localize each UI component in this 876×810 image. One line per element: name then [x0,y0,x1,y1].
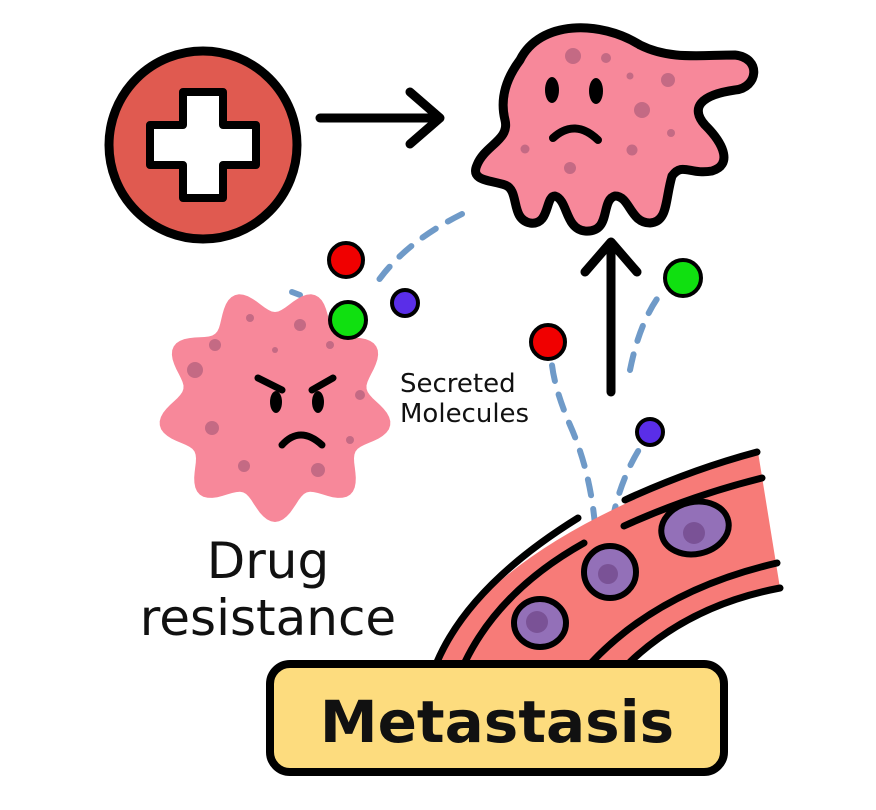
blood-vessel-icon [433,448,784,666]
drug-resistance-label-line1: Drug [207,532,330,590]
arrow-right-icon [315,87,445,149]
molecule-green [663,258,703,298]
arrow-up-icon [580,237,642,397]
metastasis-label-box: Metastasis [266,660,728,776]
secreted-molecules-label-line2: Molecules [400,399,529,429]
secreted-molecules [327,241,703,447]
molecule-red [529,323,567,361]
plus-icon [104,46,302,244]
metastasis-label: Metastasis [320,688,674,756]
molecule-purple [390,288,420,318]
molecule-green [328,300,368,340]
secreted-molecules-label-line1: Secreted [400,369,516,399]
molecule-red [327,241,365,279]
angry-cell-icon [159,294,391,522]
molecule-purple [635,417,665,447]
drug-resistance-label-line2: resistance [140,589,396,647]
sad-cell-icon [471,23,759,236]
